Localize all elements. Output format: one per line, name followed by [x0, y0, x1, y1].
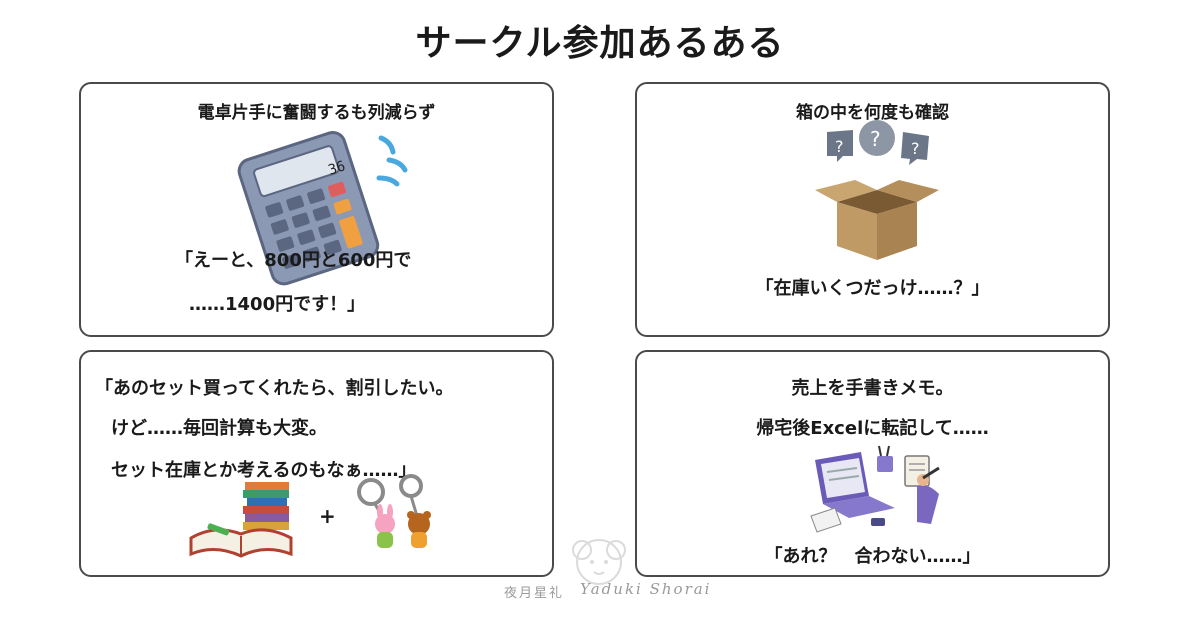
card-heading: 箱の中を何度も確認 [796, 103, 949, 123]
calculator-illustration: 36 [237, 131, 408, 286]
speech-line-1: 「えーと、800円と600円で [175, 250, 412, 271]
plus-sign: + [319, 504, 336, 528]
question-bubbles-icon: ? ? ? [827, 120, 929, 165]
card-heading: 売上を手書きメモ。 [791, 378, 954, 399]
watermark-en: Yaduki Shorai [580, 580, 712, 598]
memo-line: 帰宅後Excelに転記して…… [756, 418, 989, 439]
card-excel-transcription: 売上を手書きメモ。 帰宅後Excelに転記して…… 「あれ？ 合わない……」 [635, 350, 1110, 577]
calculator-display: 36 [326, 158, 347, 178]
box-illustration: ? ? ? [815, 120, 939, 260]
svg-text:?: ? [870, 127, 881, 151]
card-box-check: 箱の中を何度も確認 ? ? ? 「在庫いくつだっけ……？」 [635, 82, 1110, 337]
speech-line: 「あれ？ 合わない……」 [764, 546, 981, 567]
speech-line: 「在庫いくつだっけ……？」 [755, 278, 990, 299]
books-illustration [189, 482, 293, 558]
card-set-discount: 「あのセット買ってくれたら、割引したい。 けど……毎回計算も大変。 セット在庫と… [79, 350, 554, 577]
page-title: サークル参加あるある [415, 23, 785, 64]
card-calculator: 電卓片手に奮闘するも列減らず 36 「えーと、800円と600円で ……1400… [79, 82, 554, 337]
speech-line-2: けど……毎回計算も大変。 [111, 418, 327, 439]
card-heading: 電卓片手に奮闘するも列減らず [197, 103, 436, 123]
keychain-illustration [357, 474, 431, 548]
svg-text:?: ? [835, 137, 844, 156]
watermark-jp: 夜月星礼 [504, 586, 565, 601]
sheep-watermark-icon [572, 539, 626, 585]
speech-line-3: セット在庫とか考えるのもなぁ……」 [111, 460, 417, 481]
laptop-notes-illustration [810, 445, 940, 533]
speech-line-2: ……1400円です！」 [189, 294, 366, 315]
speech-line-1: 「あのセット買ってくれたら、割引したい。 [95, 378, 454, 399]
svg-text:?: ? [911, 139, 920, 158]
